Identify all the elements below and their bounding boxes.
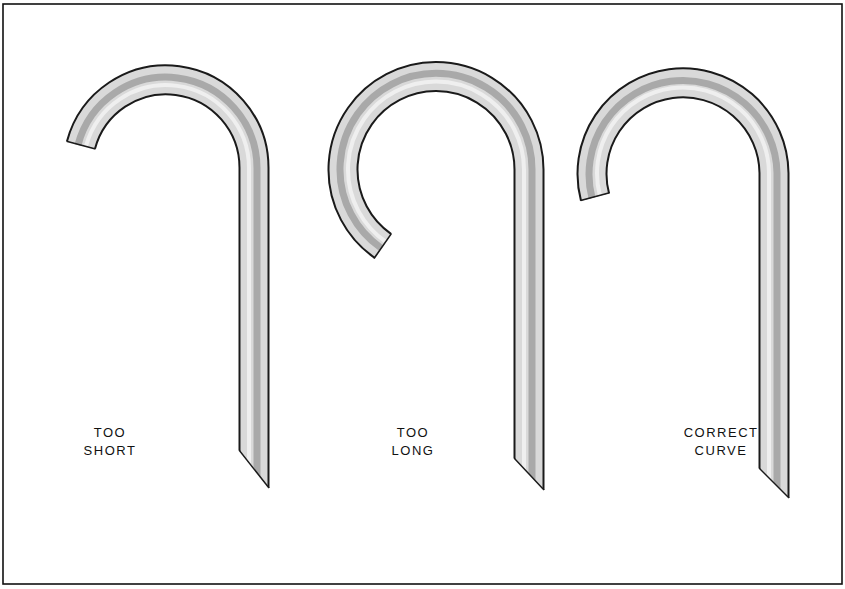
cane-correct	[589, 80, 777, 520]
cane-cut	[239, 450, 269, 488]
cane-end	[581, 193, 610, 201]
cane-too-short	[78, 77, 257, 500]
cane-cut	[514, 458, 544, 490]
cane-cut	[759, 468, 789, 498]
cane-too-long	[340, 73, 532, 510]
caption-label: CORRECT CURVE	[684, 424, 759, 459]
caption-label: TOO LONG	[392, 424, 435, 459]
frame-border	[3, 4, 842, 584]
cane-end	[67, 141, 96, 149]
cane-end	[374, 234, 391, 259]
caption-label: TOO SHORT	[84, 424, 137, 459]
